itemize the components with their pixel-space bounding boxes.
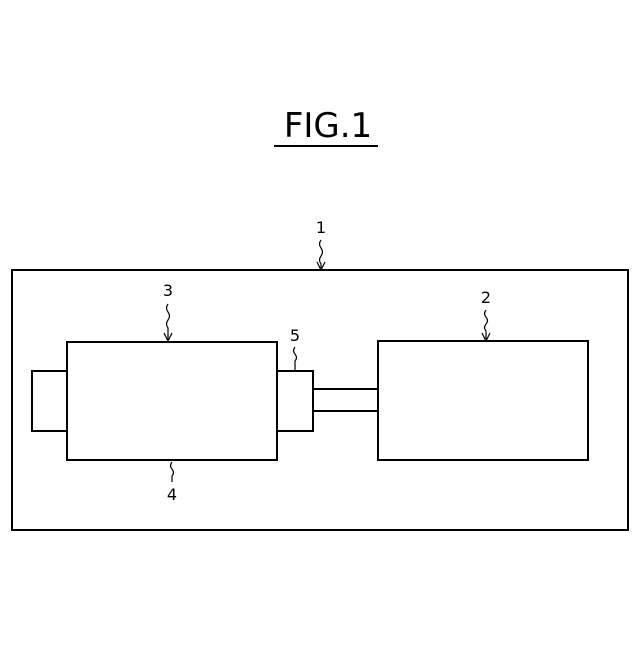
ref-label-main-unit: 3 <box>163 281 173 300</box>
leader-coupling <box>294 347 297 370</box>
left-end-cap <box>32 371 67 431</box>
leader-main-unit <box>167 304 170 340</box>
ref-label-main-unit-bottom: 4 <box>167 485 177 504</box>
leader-right-unit <box>485 310 488 339</box>
ref-label-right-unit: 2 <box>481 288 491 307</box>
figure-title: FIG.1 <box>284 106 372 146</box>
leader-main-unit-bottom <box>171 462 174 482</box>
shaft <box>313 389 378 411</box>
leader-housing <box>320 240 323 268</box>
ref-label-housing: 1 <box>316 218 326 237</box>
right-unit-box <box>378 341 588 460</box>
main-unit-box <box>67 342 277 460</box>
outer-housing <box>12 270 628 530</box>
coupling-block <box>277 371 313 431</box>
ref-label-coupling: 5 <box>290 326 300 345</box>
